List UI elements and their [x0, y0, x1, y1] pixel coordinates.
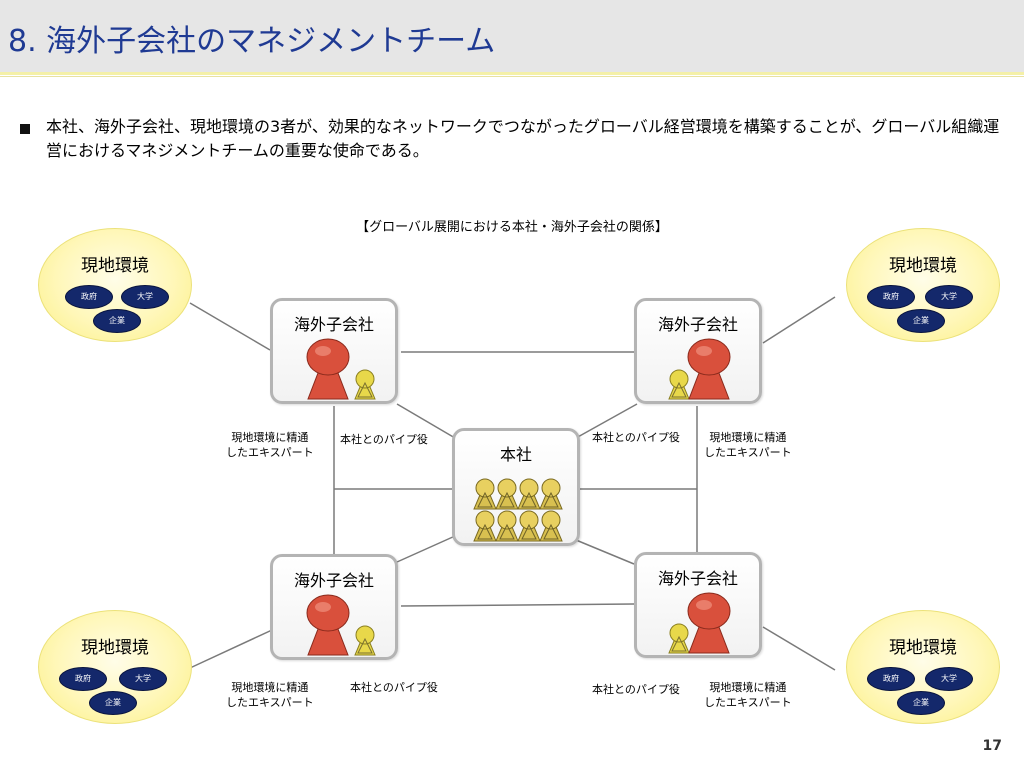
- environment-bottom-right: 現地環境 政府 大学 企業: [846, 610, 1000, 724]
- subsidiary-bottom-left: 海外子会社: [270, 554, 398, 660]
- government-badge: 政府: [65, 285, 113, 309]
- pipe-label-top-left: 本社とのパイプ役: [340, 433, 428, 446]
- small-staff-figure-icon: [354, 369, 376, 400]
- university-badge: 大学: [925, 667, 973, 691]
- small-staff-figure-icon: [539, 478, 563, 510]
- expert-label-line2: したエキスパート: [226, 446, 314, 459]
- government-badge: 政府: [867, 285, 915, 309]
- title-accent-line-thin: [0, 76, 1024, 77]
- line-hq-br: [575, 539, 635, 565]
- expert-label-line2: したエキスパート: [226, 696, 314, 709]
- expert-label-top-left: 現地環境に精通 したエキスパート: [226, 430, 314, 460]
- line-env-br: [762, 626, 836, 671]
- pipe-label-top-right: 本社とのパイプ役: [592, 431, 680, 444]
- small-staff-figure-icon: [517, 510, 541, 542]
- small-staff-figure-icon: [495, 510, 519, 542]
- expert-label-line1: 現地環境に精通: [709, 681, 787, 694]
- small-staff-figure-icon: [517, 478, 541, 510]
- subsidiary-label: 海外子会社: [293, 315, 374, 334]
- page-number: 17: [982, 738, 1002, 754]
- expert-label-line2: したエキスパート: [704, 446, 792, 459]
- small-staff-figure-icon: [473, 510, 497, 542]
- expert-label-top-right: 現地環境に精通 したエキスパート: [704, 430, 792, 460]
- environment-label: 現地環境: [889, 256, 957, 276]
- subsidiary-label: 海外子会社: [293, 571, 374, 590]
- line-env-tl: [189, 302, 271, 351]
- line-hq-tr: [575, 403, 638, 439]
- small-staff-figure-icon: [495, 478, 519, 510]
- subsidiary-top-right: 海外子会社: [634, 298, 762, 404]
- title-accent-line: [0, 72, 1024, 75]
- environment-top-left: 現地環境 政府 大学 企業: [38, 228, 192, 342]
- environment-label: 現地環境: [81, 638, 149, 658]
- body-text: 本社、海外子会社、現地環境の3者が、効果的なネットワークでつながったグローバル経…: [46, 117, 1000, 160]
- company-badge: 企業: [897, 309, 945, 333]
- environment-label: 現地環境: [81, 256, 149, 276]
- government-badge: 政府: [867, 667, 915, 691]
- small-staff-figure-icon: [668, 369, 690, 400]
- subsidiary-label: 海外子会社: [657, 315, 738, 334]
- line-sub-bottom: [400, 603, 635, 607]
- manager-and-staff-icon: [668, 338, 731, 400]
- title-bar: [0, 0, 1024, 72]
- line-env-tr: [762, 296, 836, 344]
- square-bullet-icon: [20, 124, 30, 134]
- small-staff-figure-icon: [473, 478, 497, 510]
- small-staff-figure-icon: [354, 625, 376, 656]
- environment-bottom-left: 現地環境 政府 大学 企業: [38, 610, 192, 724]
- large-manager-figure-icon: [687, 592, 731, 654]
- expert-label-bottom-right: 現地環境に精通 したエキスパート: [704, 680, 792, 710]
- subsidiary-bottom-right: 海外子会社: [634, 552, 762, 658]
- staff-group-icon: [473, 478, 563, 542]
- manager-and-staff-icon: [306, 338, 376, 400]
- headquarters-label: 本社: [499, 445, 532, 464]
- diagram-title: 【グローバル展開における本社・海外子会社の関係】: [356, 220, 668, 235]
- company-badge: 企業: [897, 691, 945, 715]
- headquarters-box: 本社: [452, 428, 580, 546]
- pipe-label-bottom-right: 本社とのパイプ役: [592, 683, 680, 696]
- company-badge: 企業: [93, 309, 141, 333]
- expert-label-line1: 現地環境に精通: [231, 431, 309, 444]
- pipe-label-bottom-left: 本社とのパイプ役: [350, 681, 438, 694]
- environment-label: 現地環境: [889, 638, 957, 658]
- manager-and-staff-icon: [306, 594, 376, 656]
- large-manager-figure-icon: [687, 338, 731, 400]
- subsidiary-label: 海外子会社: [657, 569, 738, 588]
- slide-title: 8. 海外子会社のマネジメントチーム: [8, 24, 496, 59]
- expert-label-line1: 現地環境に精通: [231, 681, 309, 694]
- line-hq-bl: [396, 535, 456, 563]
- government-badge: 政府: [59, 667, 107, 691]
- small-staff-figure-icon: [539, 510, 563, 542]
- university-badge: 大学: [119, 667, 167, 691]
- university-badge: 大学: [925, 285, 973, 309]
- large-manager-figure-icon: [306, 594, 350, 656]
- expert-label-line2: したエキスパート: [704, 696, 792, 709]
- manager-and-staff-icon: [668, 592, 731, 654]
- large-manager-figure-icon: [306, 338, 350, 400]
- subsidiary-top-left: 海外子会社: [270, 298, 398, 404]
- university-badge: 大学: [121, 285, 169, 309]
- expert-label-bottom-left: 現地環境に精通 したエキスパート: [226, 680, 314, 710]
- expert-label-line1: 現地環境に精通: [709, 431, 787, 444]
- company-badge: 企業: [89, 691, 137, 715]
- environment-top-right: 現地環境 政府 大学 企業: [846, 228, 1000, 342]
- small-staff-figure-icon: [668, 623, 690, 654]
- line-env-bl: [189, 629, 273, 669]
- line-hq-tl: [396, 403, 456, 439]
